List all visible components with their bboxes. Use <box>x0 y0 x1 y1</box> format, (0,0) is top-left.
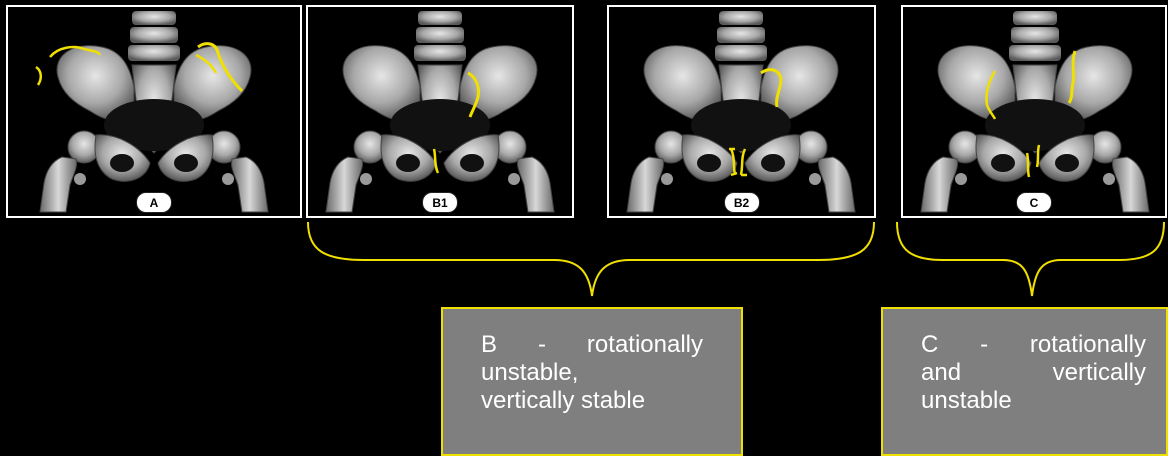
panel-badge-c: C <box>1016 192 1052 213</box>
panel-b1: B1 <box>306 5 574 218</box>
brace-b <box>304 220 878 300</box>
panel-b2: B2 <box>607 5 876 218</box>
panel-badge-b1: B1 <box>422 192 458 213</box>
fracture-line <box>434 149 438 173</box>
pelvis-image-a <box>8 7 300 216</box>
label-c-line1: C - rotationally <box>921 331 1146 359</box>
fracture-line <box>1027 153 1029 177</box>
brace-c <box>893 220 1168 300</box>
pelvis-image-c <box>903 7 1165 216</box>
label-c-line3: unstable <box>921 387 1146 415</box>
pelvis-image-b1 <box>308 7 572 216</box>
fracture-line <box>36 67 41 85</box>
fracture-line <box>1037 145 1039 167</box>
pelvis-image-b2 <box>609 7 874 216</box>
panel-badge-a: A <box>136 192 172 213</box>
label-b-line3: vertically stable <box>481 387 703 415</box>
label-b-line1: B - rotationally <box>481 331 703 359</box>
label-box-c: C - rotationally and vertically unstable <box>881 307 1168 456</box>
label-c-line2: and vertically <box>921 359 1146 387</box>
label-box-b: B - rotationally unstable, vertically st… <box>441 307 743 456</box>
label-b-line2: unstable, <box>481 359 703 387</box>
panel-a: A <box>6 5 302 218</box>
panel-badge-b2: B2 <box>724 192 760 213</box>
panel-c: C <box>901 5 1167 218</box>
